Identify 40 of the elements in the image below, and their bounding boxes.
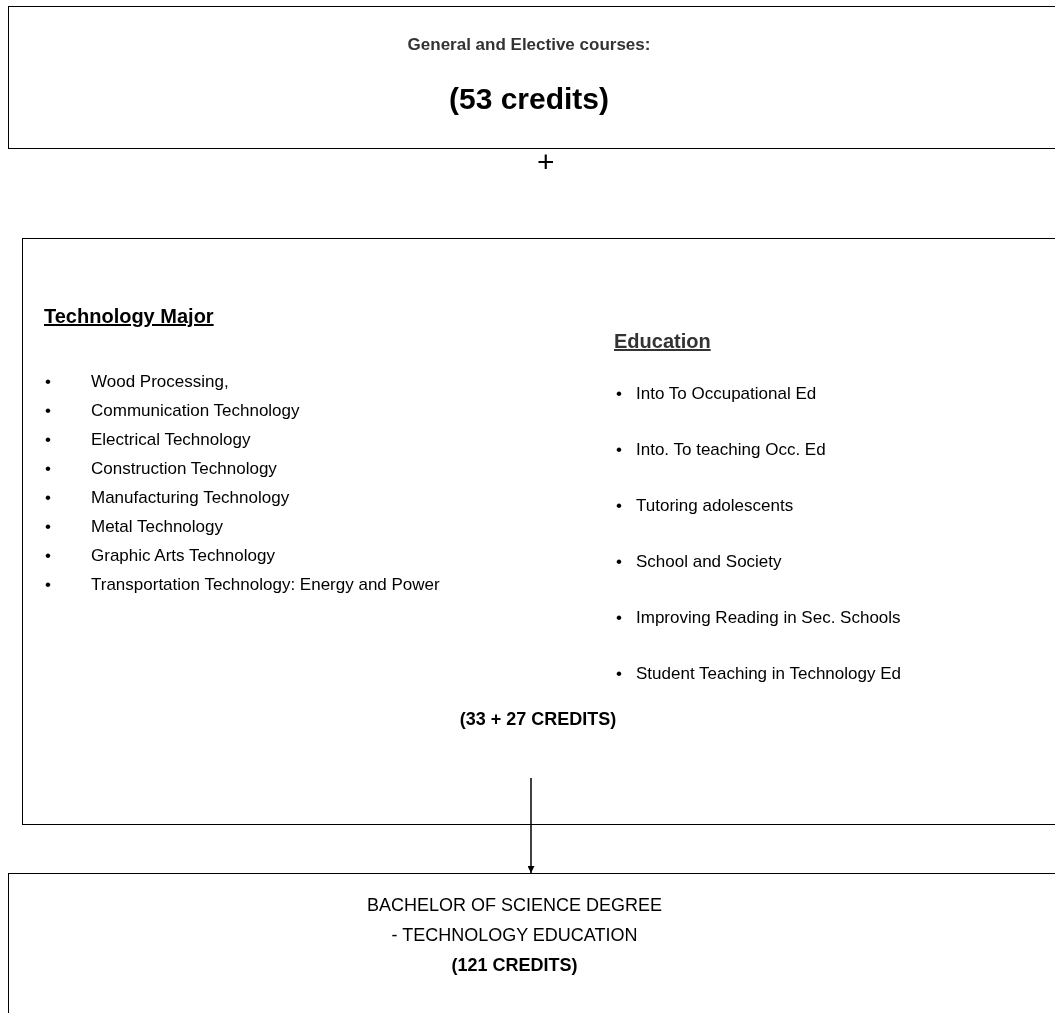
list-item: Improving Reading in Sec. Schools	[636, 607, 901, 629]
list-item: Electrical Technology	[91, 429, 251, 451]
list-item: Into. To teaching Occ. Ed	[636, 439, 826, 461]
list-item: Construction Technology	[91, 458, 277, 480]
course-box	[8, 6, 1055, 149]
bullet: •	[616, 495, 623, 517]
list-item: Manufacturing Technology	[91, 487, 290, 509]
bullet: •	[45, 458, 52, 480]
bullet: •	[45, 487, 52, 509]
bullet: •	[45, 574, 52, 596]
credits-text: (121 CREDITS)	[451, 954, 578, 977]
arrow	[527, 777, 535, 874]
list-item: Student Teaching in Technology Ed	[636, 663, 901, 685]
list-item: Into To Occupational Ed	[636, 383, 817, 405]
bullet: •	[616, 607, 623, 629]
course-box	[22, 238, 1055, 825]
bullet: •	[45, 545, 52, 567]
bullet: •	[616, 663, 623, 685]
bullet: •	[45, 371, 52, 393]
bullet: •	[45, 429, 52, 451]
bullet: •	[616, 439, 623, 461]
section-heading: Technology Major	[44, 304, 214, 329]
list-item: School and Society	[636, 551, 782, 573]
list-item: Metal Technology	[91, 516, 223, 538]
bullet: •	[616, 383, 623, 405]
heading-text: General and Elective courses:	[407, 34, 651, 56]
plus-sign: +	[537, 147, 555, 177]
course-box	[8, 873, 1055, 1013]
degree-text: BACHELOR OF SCIENCE DEGREE - TECHNOLOGY EDUCATION	[365, 894, 664, 947]
bullet: •	[616, 551, 623, 573]
credits-text: (33 + 27 CREDITS)	[458, 708, 618, 731]
list-item: Graphic Arts Technology	[91, 545, 275, 567]
list-item: Wood Processing,	[91, 371, 229, 393]
bullet: •	[45, 400, 52, 422]
list-item: Tutoring adolescents	[636, 495, 794, 517]
list-item: Communication Technology	[91, 400, 300, 422]
list-item: Transportation Technology: Energy and Power	[91, 574, 440, 596]
credits-text: (53 credits)	[448, 80, 610, 117]
section-heading: Education	[614, 329, 711, 354]
bullet: •	[45, 516, 52, 538]
